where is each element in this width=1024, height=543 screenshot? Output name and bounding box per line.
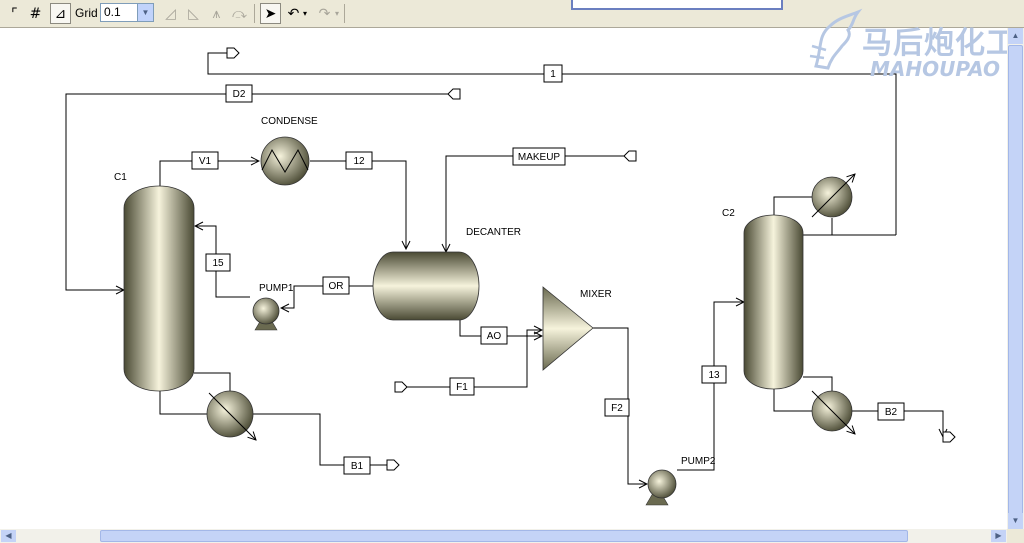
rotate-left-icon: ◿ bbox=[165, 5, 176, 22]
c2-reboiler-line bbox=[803, 376, 833, 392]
block-label-mixer: MIXER bbox=[580, 289, 612, 300]
stream-d2-line[interactable] bbox=[65, 93, 450, 290]
column-c1[interactable] bbox=[123, 185, 195, 392]
stream-label-f2[interactable]: F2 bbox=[611, 403, 623, 414]
stream-1-line[interactable] bbox=[207, 52, 897, 235]
stream-12-line[interactable] bbox=[310, 160, 406, 249]
stream-b1-line[interactable] bbox=[159, 390, 387, 466]
c2-condenser-exchanger bbox=[811, 174, 855, 218]
stream-13-line[interactable] bbox=[677, 302, 744, 471]
watermark-logo-chinese: 马后炮化工 bbox=[862, 26, 1017, 61]
stream-f1-inlet-icon bbox=[394, 381, 408, 393]
stream-1-outlet-icon bbox=[226, 47, 240, 59]
scroll-right-icon[interactable]: ▶ bbox=[991, 530, 1006, 542]
stream-makeup-line[interactable] bbox=[446, 155, 626, 252]
grid-size-value: 0.1 bbox=[104, 5, 121, 19]
stream-label-makeup[interactable]: MAKEUP bbox=[518, 152, 561, 163]
c1-reboiler-line bbox=[194, 372, 231, 391]
flip-vertical-icon: ⤼ bbox=[232, 5, 247, 22]
grid-toggle-icon[interactable]: # bbox=[29, 5, 42, 22]
stream-label-v1[interactable]: V1 bbox=[199, 156, 212, 167]
grid-size-select[interactable]: 0.1 ▼ bbox=[100, 3, 154, 22]
block-label-pump2: PUMP2 bbox=[681, 456, 716, 467]
c2-reboiler-exchanger bbox=[811, 390, 855, 434]
vertical-scrollbar[interactable]: ▲ ▼ bbox=[1007, 28, 1024, 529]
watermark-logo-english: MAHOUPAO bbox=[870, 57, 1001, 81]
snap-grid-icon[interactable]: ⊿ bbox=[50, 3, 71, 24]
toolbar-separator bbox=[254, 4, 255, 23]
c1-reboiler-exchanger bbox=[206, 390, 256, 440]
stream-label-ao[interactable]: AO bbox=[487, 331, 502, 342]
stream-b2-line[interactable] bbox=[773, 388, 943, 437]
stream-v1-line[interactable] bbox=[159, 161, 259, 186]
status-panel bbox=[571, 0, 783, 10]
scroll-up-icon[interactable]: ▲ bbox=[1008, 28, 1023, 44]
toolbar-separator bbox=[344, 4, 345, 23]
c2-reflux-line bbox=[803, 218, 833, 236]
rotate-right-icon: ◺ bbox=[188, 5, 199, 22]
stream-label-b1[interactable]: B1 bbox=[351, 461, 364, 472]
c2-overhead-line bbox=[773, 196, 812, 215]
align-icon[interactable]: ⌜ bbox=[11, 5, 18, 22]
redo-dropdown-icon: ▾ bbox=[334, 9, 339, 18]
stream-b2-outlet-icon bbox=[942, 431, 956, 443]
decanter-vessel[interactable] bbox=[372, 251, 480, 321]
scroll-left-icon[interactable]: ◀ bbox=[1, 530, 16, 542]
block-label-c2: C2 bbox=[722, 208, 735, 219]
stream-label-13[interactable]: 13 bbox=[708, 370, 720, 381]
stream-label-or[interactable]: OR bbox=[329, 281, 344, 292]
stream-makeup-inlet-icon bbox=[623, 150, 637, 162]
grid-label: Grid bbox=[75, 6, 98, 20]
stream-label-1[interactable]: 1 bbox=[550, 69, 556, 80]
stream-ao-line[interactable] bbox=[459, 320, 542, 336]
scrollbar-corner bbox=[1007, 529, 1024, 543]
pump2-pump[interactable] bbox=[645, 469, 677, 506]
vertical-scroll-thumb[interactable] bbox=[1008, 45, 1023, 515]
scroll-down-icon[interactable]: ▼ bbox=[1008, 513, 1023, 529]
horizontal-scroll-thumb[interactable] bbox=[100, 530, 908, 542]
horizontal-scrollbar[interactable]: ◀ ▶ bbox=[0, 529, 1007, 543]
block-label-decanter: DECANTER bbox=[466, 227, 521, 238]
stream-label-f1[interactable]: F1 bbox=[456, 382, 468, 393]
block-label-condense: CONDENSE bbox=[261, 116, 318, 127]
select-pointer-icon[interactable]: ➤ bbox=[260, 3, 281, 24]
flip-horizontal-icon: ⩚ bbox=[212, 5, 221, 22]
undo-icon[interactable]: ↶ bbox=[287, 5, 300, 22]
column-c2[interactable] bbox=[743, 214, 804, 390]
redo-icon: ↷ bbox=[318, 5, 331, 22]
stream-label-12[interactable]: 12 bbox=[353, 156, 365, 167]
stream-label-d2[interactable]: D2 bbox=[233, 89, 246, 100]
pump1-pump[interactable] bbox=[252, 297, 280, 331]
mixer-block[interactable] bbox=[542, 286, 594, 371]
horse-logo-icon bbox=[809, 8, 863, 70]
stream-label-15[interactable]: 15 bbox=[212, 258, 224, 269]
stream-label-b2[interactable]: B2 bbox=[885, 407, 898, 418]
stream-b1-outlet-icon bbox=[386, 459, 400, 471]
chevron-down-icon[interactable]: ▼ bbox=[137, 4, 153, 21]
block-label-c1: C1 bbox=[114, 172, 127, 183]
condenser-exchanger[interactable] bbox=[260, 136, 310, 186]
undo-dropdown-icon[interactable]: ▾ bbox=[302, 9, 307, 18]
flowsheet-canvas[interactable]: C1 C2 CONDENSE DECANTER PUMP1 PUMP2 MIXE… bbox=[0, 28, 1007, 529]
block-label-pump1: PUMP1 bbox=[259, 283, 294, 294]
stream-d2-inlet-icon bbox=[447, 88, 461, 100]
